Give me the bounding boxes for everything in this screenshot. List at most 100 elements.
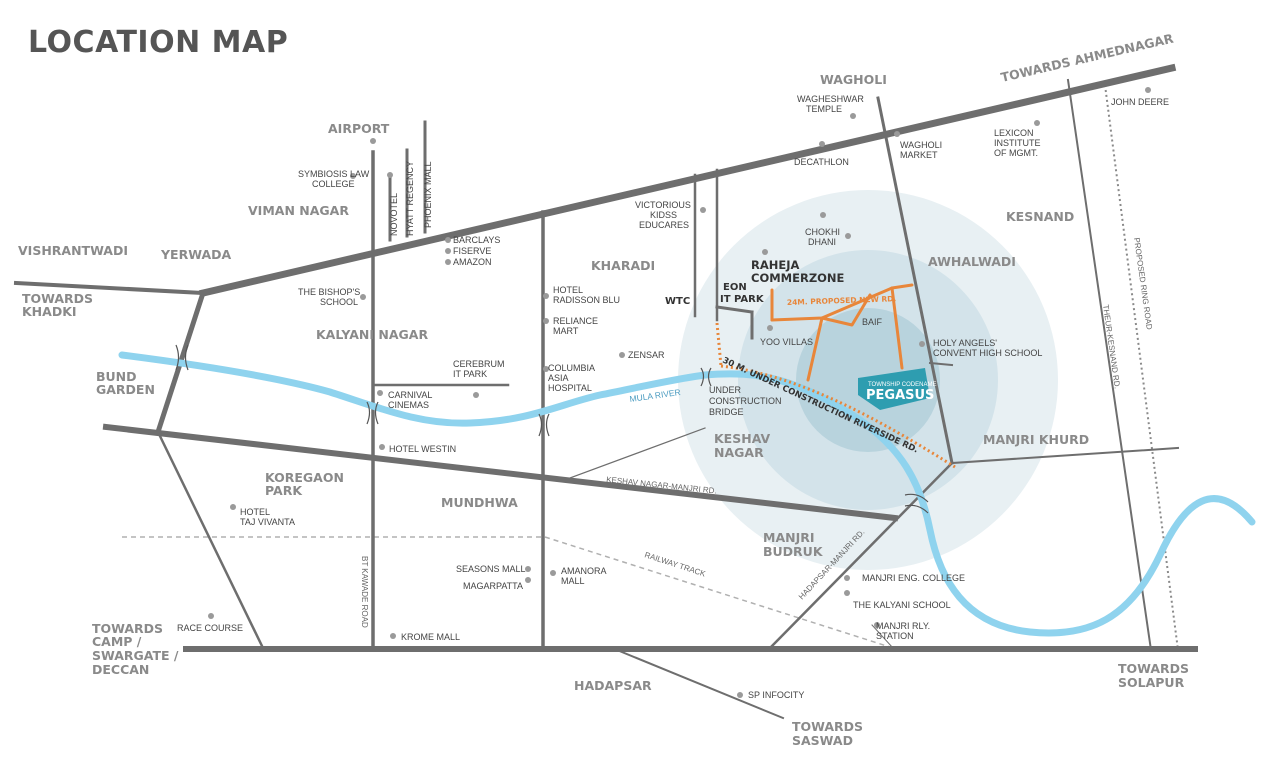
dot-holy-angels — [919, 341, 925, 347]
lm-carnival-2: CINEMAS — [388, 400, 429, 410]
lm-wagheshwar-1: WAGHESHWAR — [797, 94, 864, 104]
lm-john-deere: JOHN DEERE — [1111, 97, 1169, 107]
lm-radisson-2: RADISSON BLU — [553, 295, 620, 305]
lm-carnival-1: CARNIVAL — [388, 390, 432, 400]
proposed-road-spur-3 — [820, 293, 872, 327]
riverside-road — [715, 322, 956, 469]
dot-fiserve — [445, 248, 451, 254]
wagholi-road — [876, 96, 954, 465]
lm-manjri-rly-1: MANJRI RLY. — [876, 621, 930, 631]
dot-zensar — [619, 352, 625, 358]
road-bt-kawade: BT KAWADE ROAD — [360, 556, 369, 628]
project-marker: TOWNSHIP CODENAME PEGASUS — [858, 368, 936, 410]
label-towards-khadki-2: KHADKI — [22, 304, 77, 319]
bridge-under-construction — [700, 367, 712, 387]
label-wagholi: WAGHOLI — [820, 72, 887, 87]
label-kesnand: KESNAND — [1006, 209, 1074, 224]
lm-magarpatta: MAGARPATTA — [463, 581, 523, 591]
lm-reliance-2: MART — [553, 326, 579, 336]
dot-radisson — [543, 293, 549, 299]
bridge-marks — [175, 344, 929, 514]
lm-symbiosis-2: COLLEGE — [312, 179, 355, 189]
lm-hyatt: HYATT REGENCY — [405, 161, 415, 236]
dot-bishops — [360, 294, 366, 300]
bridge-bund — [175, 344, 189, 371]
dot-seasons — [525, 566, 531, 572]
road-railway: RAILWAY TRACK — [643, 550, 707, 578]
railway-track — [544, 536, 894, 649]
lm-amazon: AMAZON — [453, 257, 492, 267]
label-hadapsar: HADAPSAR — [574, 678, 652, 693]
lm-under-bridge-3: BRIDGE — [709, 407, 744, 417]
lm-decathlon: DECATHLON — [794, 157, 849, 167]
key-eon-1: EON — [723, 282, 747, 293]
north-main-road — [102, 423, 899, 522]
dot-sp-infocity — [737, 692, 743, 698]
landmark-dots — [208, 87, 1151, 698]
bridge-manjri — [904, 493, 929, 514]
dot-amanora — [550, 570, 556, 576]
bridge-kalyani — [366, 401, 379, 425]
lm-under-bridge-1: UNDER — [709, 385, 742, 395]
project-brand: TOWNSHIP CODENAME — [868, 382, 936, 388]
lm-columbia-2: ASIA — [548, 373, 569, 383]
label-mundhwa: MUNDHWA — [441, 495, 518, 510]
dot-symbiosis — [350, 173, 356, 179]
dot-raheja — [762, 249, 768, 255]
lm-victorious-3: EDUCARES — [639, 220, 689, 230]
lm-bishops-2: SCHOOL — [320, 297, 358, 307]
label-towards-saswad-2: SASWAD — [792, 733, 853, 748]
dot-taj — [230, 504, 236, 510]
proposed-24m-road — [770, 283, 914, 382]
lm-holy-angels-2: CONVENT HIGH SCHOOL — [933, 348, 1042, 358]
label-manjri-khurd: MANJRI KHURD — [983, 432, 1089, 447]
lm-reliance-1: RELIANCE — [553, 316, 598, 326]
lm-columbia-3: HOSPITAL — [548, 383, 592, 393]
dot-race-course — [208, 613, 214, 619]
lm-yoo-villas: YOO VILLAS — [760, 337, 813, 347]
dot-amazon — [445, 259, 451, 265]
label-keshav-1: KESHAV — [714, 431, 771, 446]
dot-novotel — [387, 172, 393, 178]
lm-lexicon-1: LEXICON — [994, 128, 1034, 138]
lm-phoenix: PHOENIX MALL — [423, 161, 433, 228]
lm-taj-2: TAJ VIVANTA — [240, 517, 295, 527]
lm-race-course: RACE COURSE — [177, 623, 243, 633]
lm-wagholi-market-2: MARKET — [900, 150, 938, 160]
lm-lexicon-3: OF MGMT. — [994, 148, 1038, 158]
dot-krome — [390, 633, 396, 639]
koregaon-road — [156, 430, 264, 648]
map-title: LOCATION MAP — [28, 25, 288, 60]
label-towards-camp-2: CAMP / — [92, 634, 142, 649]
dot-chokhi — [845, 233, 851, 239]
lm-novotel: NOVOTEL — [389, 193, 399, 236]
dot-wagheshwar — [850, 113, 856, 119]
key-wtc: WTC — [665, 296, 690, 307]
lm-krome: KROME MALL — [401, 632, 460, 642]
holy-angels-road — [928, 361, 954, 367]
key-raheja-1: RAHEJA — [751, 258, 800, 272]
mula-river — [118, 351, 1256, 637]
lm-westin: HOTEL WESTIN — [389, 444, 456, 454]
lm-amanora-2: MALL — [561, 576, 585, 586]
proposed-road-main — [770, 283, 914, 322]
road-proposed-ring: PROPOSED RING ROAD — [1132, 237, 1154, 330]
lm-holy-angels-1: HOLY ANGELS' — [933, 338, 997, 348]
label-towards-camp-1: TOWARDS — [92, 621, 163, 636]
lm-kalyani-school: THE KALYANI SCHOOL — [853, 600, 951, 610]
dot-yoo-villas — [767, 325, 773, 331]
manjri-khurd-road — [950, 446, 1180, 465]
lm-manjri-rly-2: STATION — [876, 631, 914, 641]
road-theur-kesnand: THEUR-KESNAND RD. — [1101, 304, 1122, 389]
label-bund-garden-1: BUND — [96, 369, 137, 384]
label-towards-khadki-1: TOWARDS — [22, 291, 93, 306]
lm-sp-infocity: SP INFOCITY — [748, 690, 804, 700]
lm-wagholi-market-1: WAGHOLI — [900, 140, 942, 150]
label-bund-garden-2: GARDEN — [96, 382, 155, 397]
label-towards-solapur-1: TOWARDS — [1118, 661, 1189, 676]
lm-barclays: BARCLAYS — [453, 235, 500, 245]
dot-westin — [379, 444, 385, 450]
lm-seasons: SEASONS MALL — [456, 564, 526, 574]
lm-baif: BAIF — [862, 317, 883, 327]
label-koregaon-2: PARK — [265, 483, 303, 498]
